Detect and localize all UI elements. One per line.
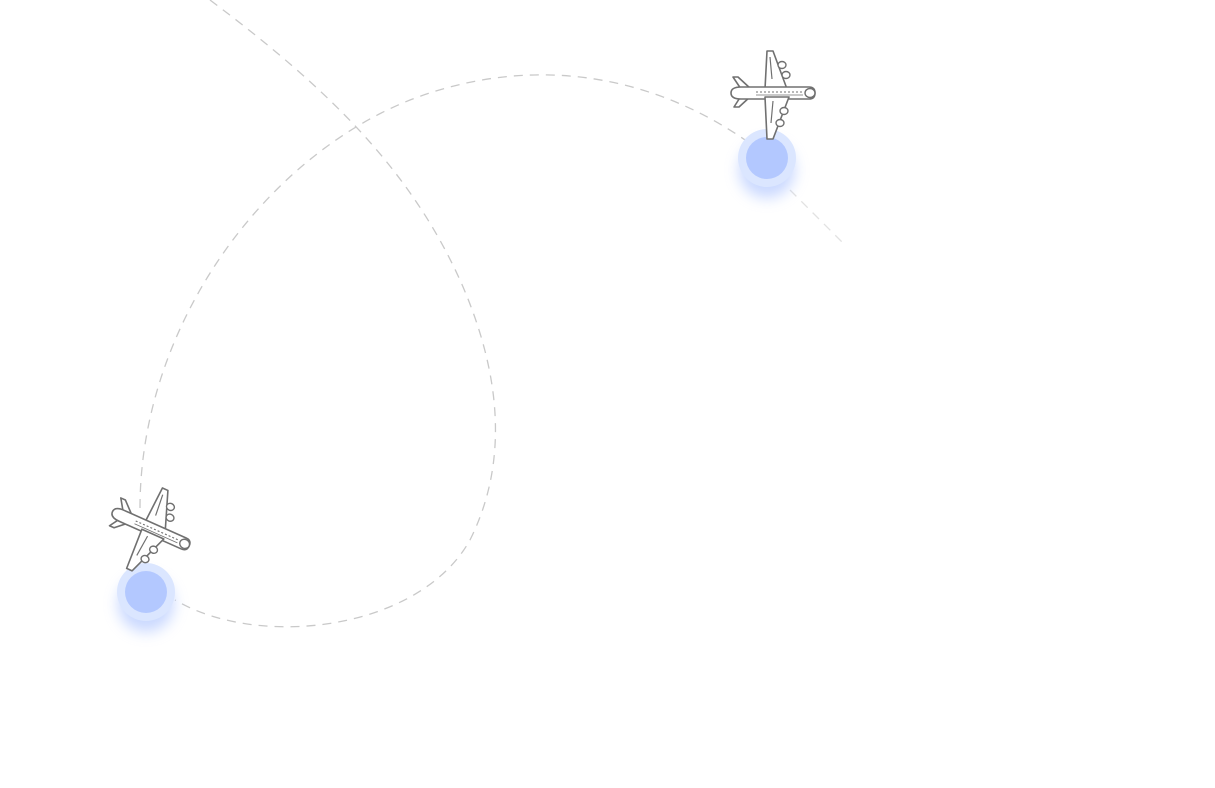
flight-route-long — [174, 0, 497, 628]
airplane-icon — [730, 50, 816, 140]
location-marker-top-right — [738, 129, 796, 198]
location-marker-bottom-left — [117, 563, 175, 632]
flight-route-arc — [139, 74, 749, 509]
flight-route-tail — [789, 189, 846, 246]
